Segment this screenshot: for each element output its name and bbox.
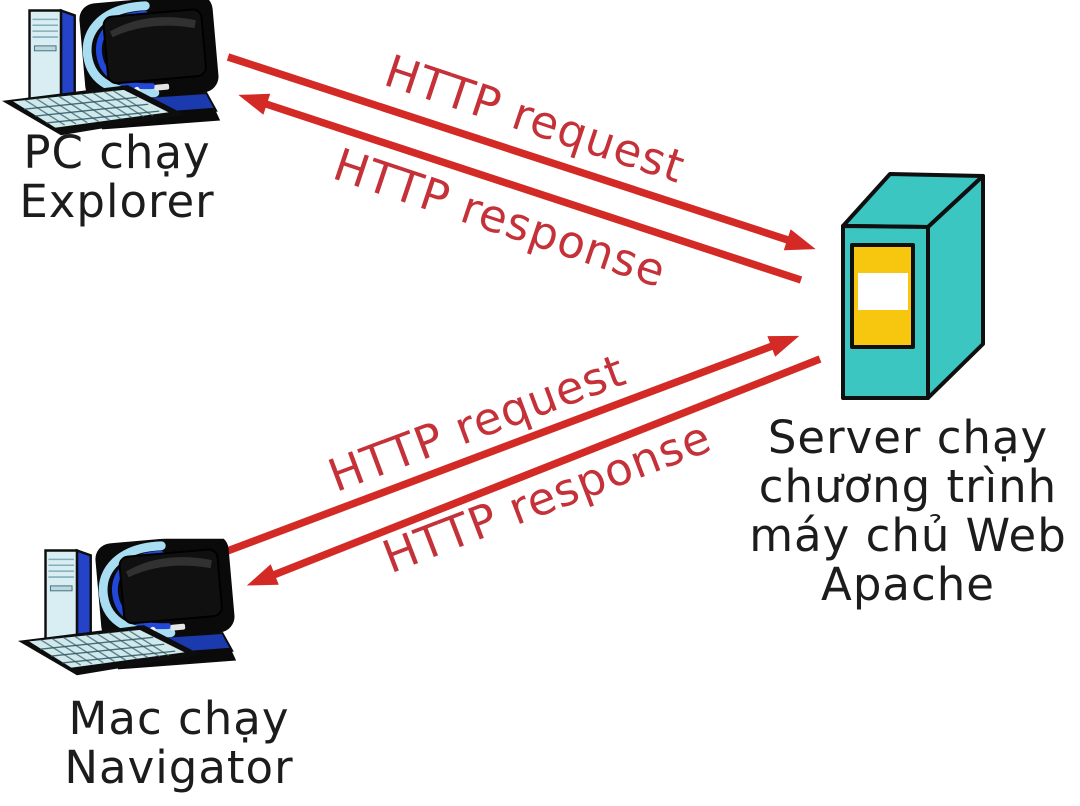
server-label-line-3: máy chủ Web xyxy=(749,509,1067,562)
mac-label: Mac chạy Navigator xyxy=(64,694,293,792)
http-response-arrow-server-to-mac xyxy=(246,355,822,586)
server-label-line-4: Apache xyxy=(821,558,995,611)
http-request-arrow-pc-to-server xyxy=(226,53,816,251)
server-label-line-1: Server chạy xyxy=(767,411,1049,464)
mac-computer-icon xyxy=(18,538,244,677)
pc-label-line-2: Explorer xyxy=(19,175,215,228)
server-label: Server chạy chương trình máy chủ Web Apa… xyxy=(749,413,1067,609)
http-request-arrow-mac-to-server xyxy=(220,335,800,557)
server-panel-band xyxy=(858,273,908,310)
server-box-icon xyxy=(841,172,985,400)
pc-label-line-1: PC chạy xyxy=(23,126,211,179)
pc-label: PC chạy Explorer xyxy=(19,128,214,226)
server-label-line-2: chương trình xyxy=(758,460,1058,513)
mac-label-line-2: Navigator xyxy=(64,741,294,794)
http-response-arrow-server-to-pc xyxy=(238,93,803,284)
pc-computer-icon xyxy=(2,0,228,137)
mac-label-line-1: Mac chạy xyxy=(68,692,290,745)
